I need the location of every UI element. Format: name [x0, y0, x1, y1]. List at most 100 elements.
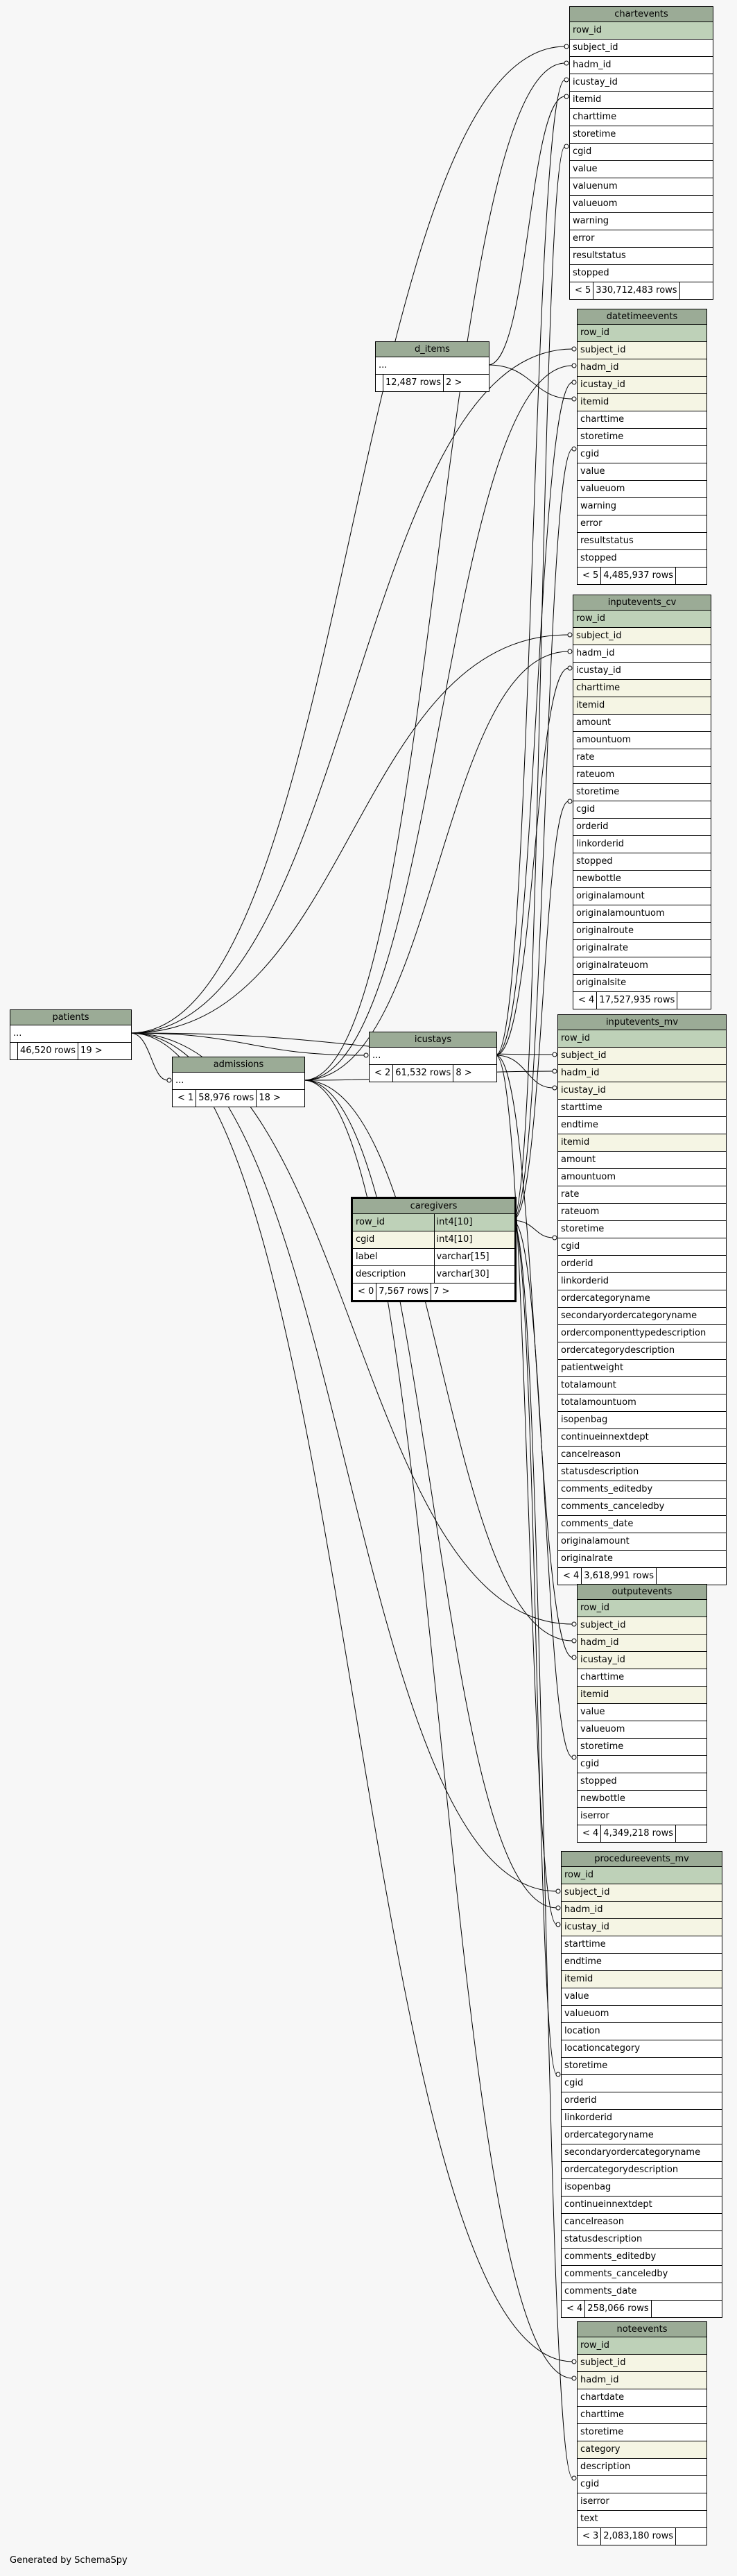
column-row: storetime — [562, 2058, 722, 2075]
table-title: admissions — [173, 1057, 304, 1073]
child-count — [676, 2528, 706, 2545]
column-row: rateuom — [573, 767, 711, 784]
edge-patients-chartevents — [130, 46, 566, 1034]
edge-caregivers-chartevents — [512, 146, 566, 1221]
crowfoot-marker — [555, 2072, 561, 2077]
column-row: statusdescription — [558, 1464, 726, 1481]
column-row: row_id — [578, 325, 706, 342]
column-row: originalamountuom — [573, 905, 711, 923]
edge-patients-icustays — [130, 1032, 365, 1056]
column-row: resultstatus — [570, 248, 713, 265]
column-row: stopped — [578, 550, 706, 568]
column-row: patientweight — [558, 1360, 726, 1377]
column-row: ... — [10, 1025, 131, 1043]
column-row: continueinnextdept — [558, 1429, 726, 1447]
column-row: newbottle — [573, 871, 711, 888]
column-row: hadm_id — [578, 1635, 706, 1652]
column-row: stopped — [570, 265, 713, 282]
crowfoot-marker — [571, 1621, 577, 1627]
column-row: value — [578, 463, 706, 481]
column-row: charttime — [578, 1669, 706, 1687]
row-count: 58,976 rows — [196, 1090, 257, 1107]
crowfoot-marker — [571, 1755, 577, 1760]
column-row: originalamount — [573, 888, 711, 905]
crowfoot-marker — [567, 632, 573, 638]
edge-caregivers-outputevents — [512, 1220, 573, 1758]
column-type: varchar[15] — [433, 1249, 489, 1265]
row-count: 2,083,180 rows — [601, 2528, 677, 2545]
column-row: valueuom — [562, 2006, 722, 2023]
column-row: subject_id — [578, 2355, 706, 2372]
crowfoot-marker — [552, 1085, 557, 1091]
column-row: originalrate — [558, 1551, 726, 1568]
column-row: amountuom — [573, 732, 711, 749]
column-row: storetime — [578, 1739, 706, 1756]
edge-patients-procedureevents_mv — [130, 1032, 557, 1892]
column-row: iserror — [578, 2493, 706, 2511]
column-row: cgid — [573, 801, 711, 819]
table-title: inputevents_cv — [573, 595, 711, 611]
row-count: 61,532 rows — [393, 1065, 454, 1082]
column-row: charttime — [578, 411, 706, 429]
child-count: 18 > — [259, 1093, 281, 1103]
edge-patients-admissions — [130, 1032, 168, 1081]
column-row: secondaryordercategoryname — [562, 2144, 722, 2162]
edge-admissions-datetimeevents — [303, 365, 573, 1081]
column-row: hadm_id — [558, 1065, 726, 1082]
column-row: isopenbag — [562, 2179, 722, 2197]
column-row: storetime — [578, 429, 706, 446]
column-row: ordercategoryname — [562, 2127, 722, 2144]
column-row: warning — [578, 498, 706, 515]
column-type: int4[10] — [433, 1231, 472, 1248]
parent-count: < 1 — [175, 1090, 197, 1107]
column-row: description — [578, 2459, 706, 2476]
column-row: newbottle — [578, 1791, 706, 1808]
column-row: subject_id — [573, 628, 711, 645]
column-row: charttime — [578, 2407, 706, 2424]
crowfoot-marker — [555, 1888, 561, 1894]
column-row: ordercategorydescription — [558, 1342, 726, 1360]
column-row: ... — [370, 1048, 496, 1065]
column-row: originalrate — [573, 940, 711, 957]
column-row: icustay_id — [578, 377, 706, 394]
table-title: d_items — [376, 342, 489, 357]
edge-icustays-procedureevents_mv — [495, 1055, 557, 1925]
column-row: linkorderid — [573, 836, 711, 853]
crowfoot-marker — [567, 799, 573, 804]
column-row: resultstatus — [578, 533, 706, 550]
column-row: totalamount — [558, 1377, 726, 1394]
column-row: cgid — [558, 1238, 726, 1256]
row-count: 258,066 rows — [585, 2301, 652, 2317]
column-row: amountuom — [558, 1169, 726, 1186]
edge-patients-datetimeevents — [130, 348, 573, 1034]
column-row: stopped — [573, 853, 711, 871]
edge-admissions-procedureevents_mv — [303, 1080, 557, 1909]
column-row: chartdate — [578, 2389, 706, 2407]
column-row: statusdescription — [562, 2231, 722, 2249]
row-count: 17,527,935 rows — [597, 992, 678, 1009]
column-row: itemid — [578, 1687, 706, 1704]
column-row: cgid — [578, 1756, 706, 1773]
crowfoot-marker — [571, 2375, 577, 2381]
